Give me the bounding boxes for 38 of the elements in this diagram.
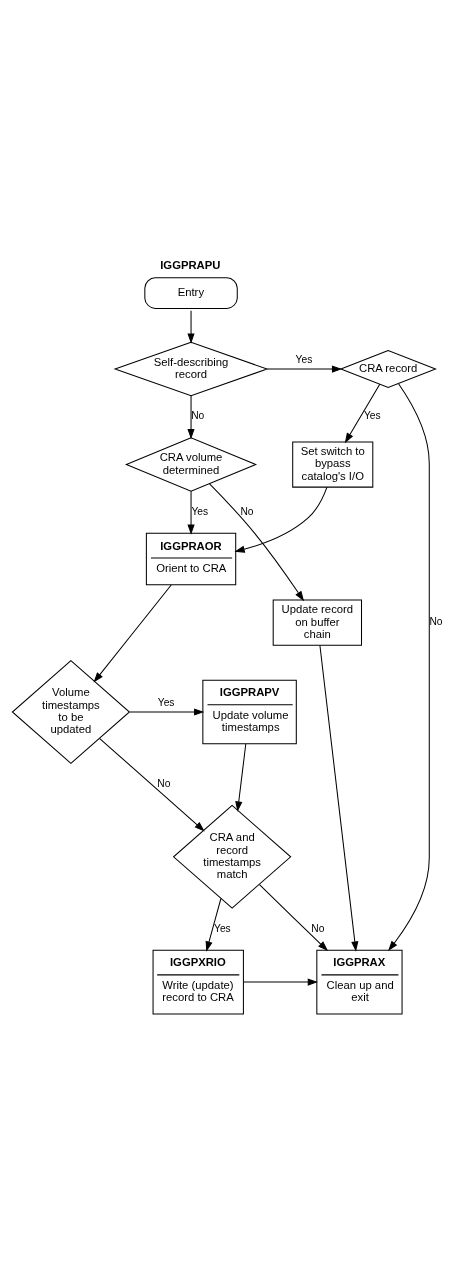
edge-label: No (311, 922, 325, 934)
node-box: IGGPRAX Clean up and exit (316, 949, 403, 1015)
arrow (319, 645, 359, 952)
arrow (266, 365, 343, 373)
edge-label: Yes (157, 696, 175, 708)
node-box: IGGPXRIO Write (update) record to CRA (152, 949, 244, 1015)
arrow (209, 483, 305, 602)
edge-label: Yes (295, 353, 313, 365)
edge-label: No (240, 505, 254, 517)
arrow (388, 383, 430, 951)
node-diamond: Volume timestamps to be updated (11, 659, 131, 765)
edge-label: Yes (191, 505, 209, 517)
arrow (344, 383, 381, 444)
arrow (234, 486, 328, 553)
node-box: Update record on buffer chain (272, 599, 362, 646)
arrow (187, 395, 195, 440)
arrow (235, 743, 247, 812)
edge-label: No (429, 616, 443, 628)
arrow (99, 738, 205, 832)
arrow (205, 898, 222, 952)
arrow (93, 584, 172, 683)
arrow (129, 708, 205, 716)
node-box: Set switch to bypass catalog's I/O (292, 441, 374, 488)
node-diamond: CRA record (339, 350, 437, 389)
edge-label: Yes (363, 410, 381, 422)
edge-label: No (157, 777, 171, 789)
arrow (187, 490, 195, 535)
node-box: IGGPRAOR Orient to CRA (145, 532, 237, 586)
node-diamond: CRA volume determined (125, 437, 258, 492)
node-diamond: CRA and record timestamps match (172, 804, 292, 909)
node-diamond: Self-describing record (113, 341, 269, 397)
edge-label: No (191, 410, 205, 422)
node-box: Entry (144, 277, 238, 309)
arrow (259, 884, 329, 952)
arrow (187, 310, 195, 344)
node-label: IGGPRAPU (160, 259, 221, 272)
edge-label: Yes (214, 922, 231, 934)
arrow (243, 978, 318, 986)
